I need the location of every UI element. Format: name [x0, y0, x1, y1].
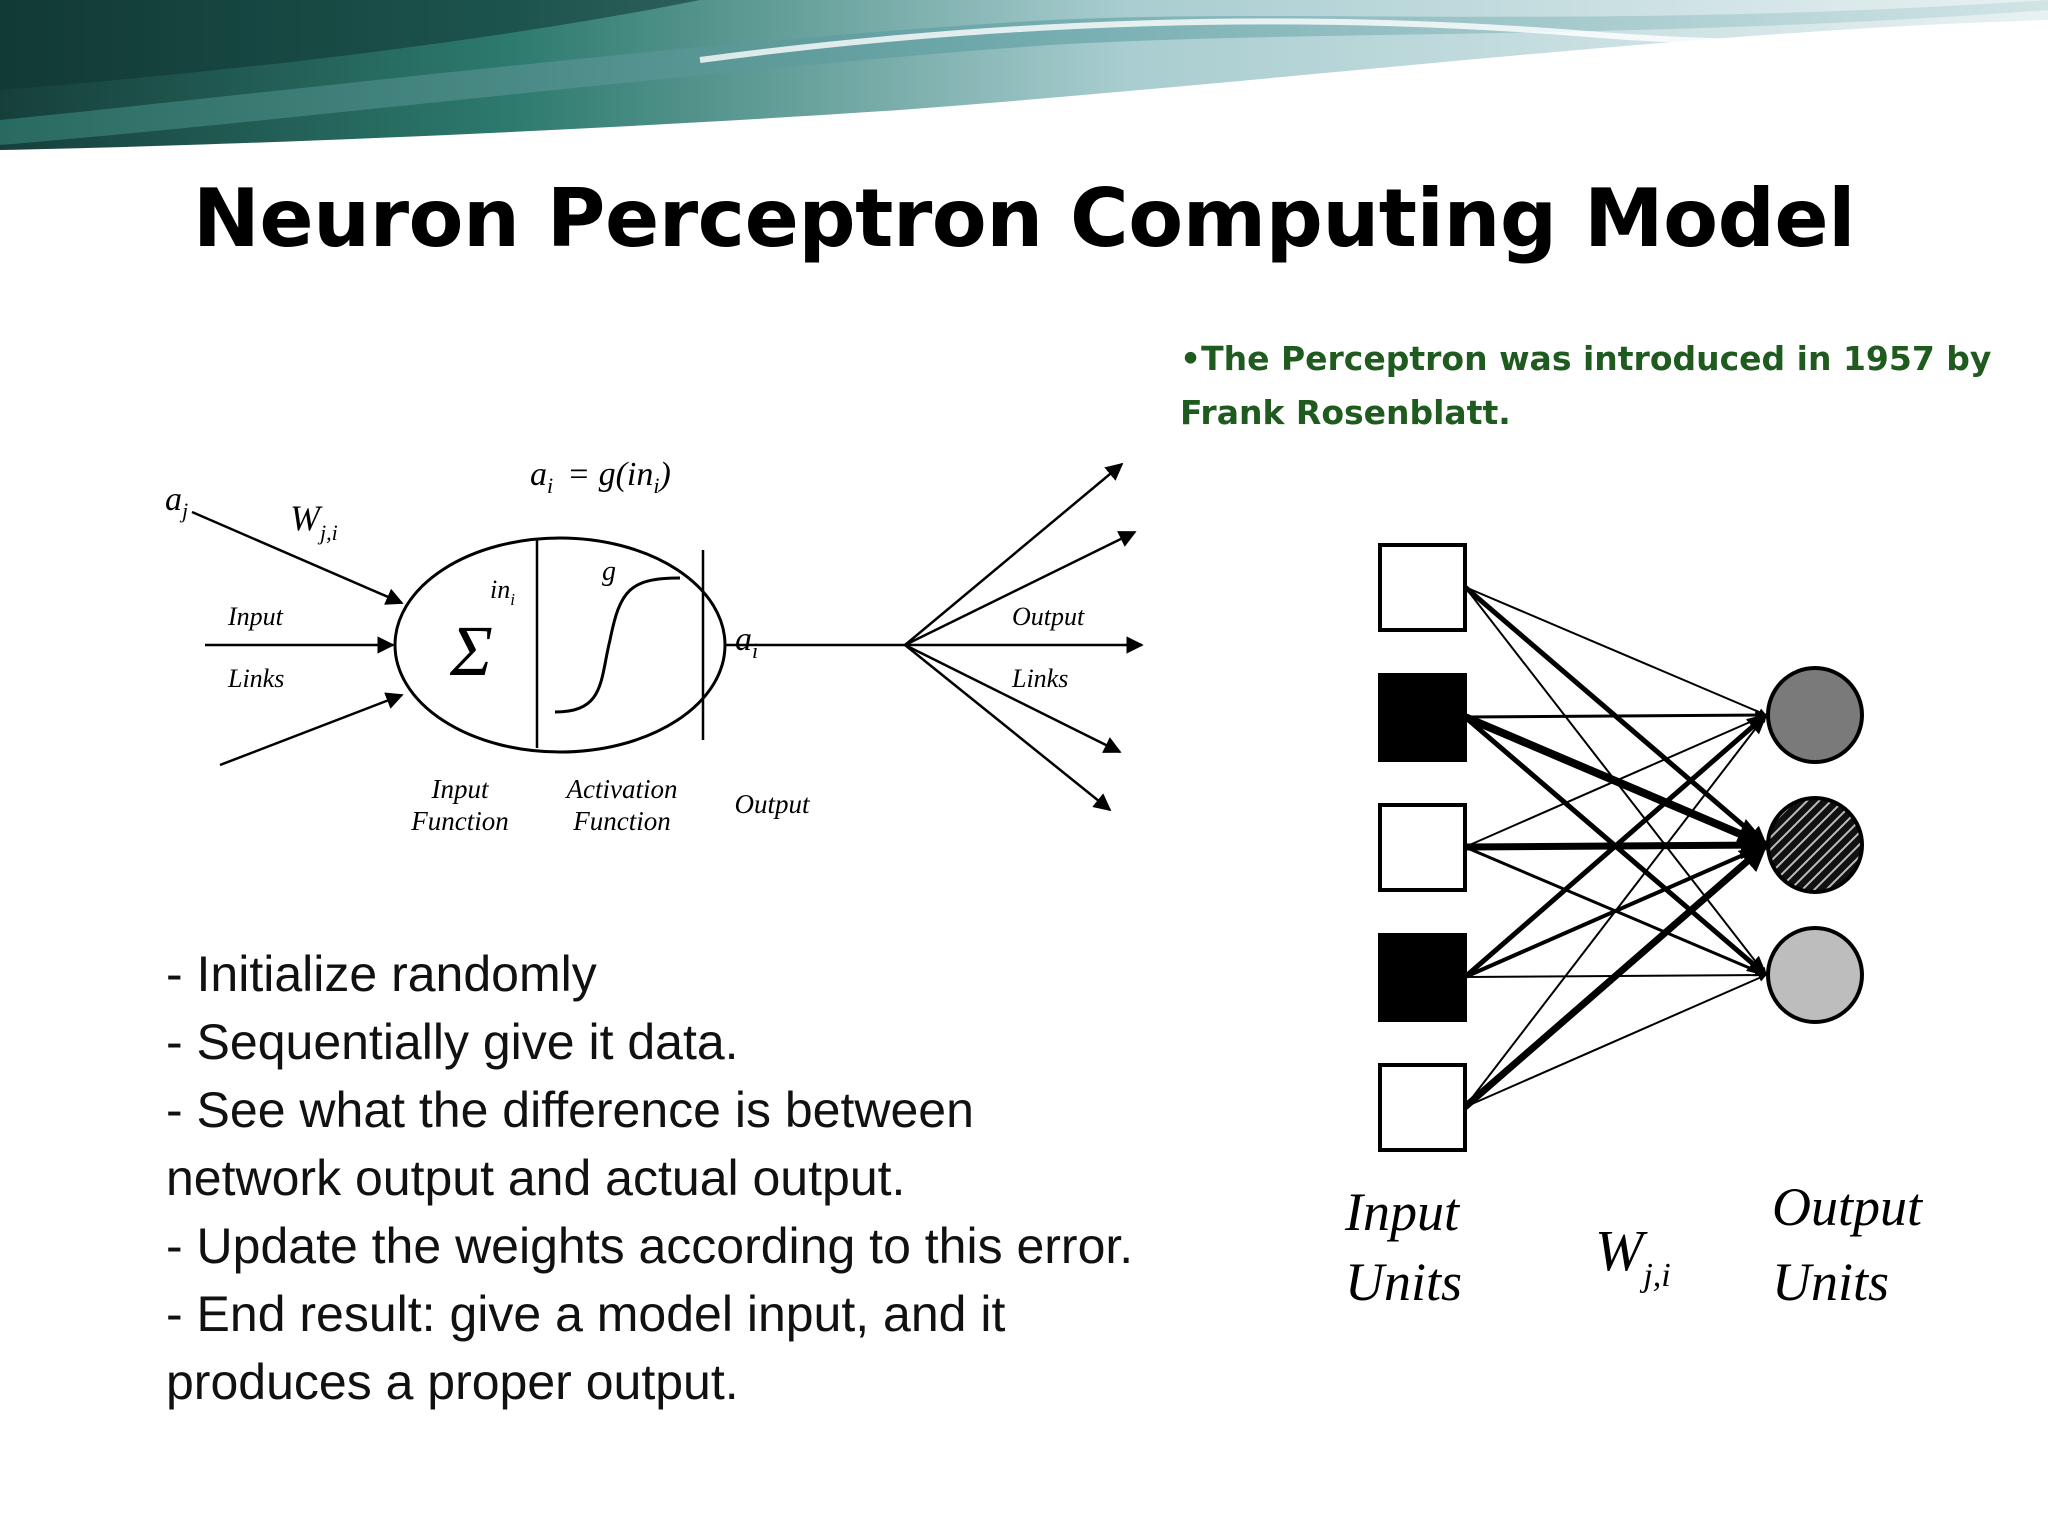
step-line: produces a proper output.: [166, 1354, 739, 1410]
sigmoid-curve: [554, 576, 681, 714]
output-links-label: Output: [1012, 602, 1085, 631]
output-link-arrow: [904, 644, 1112, 812]
weight-connections: [1462, 585, 1769, 1110]
output-label: Output: [734, 789, 811, 819]
output-unit: [1766, 666, 1864, 764]
network-diagram: Input Units Wj,i Output Units: [1344, 543, 1924, 1312]
weight-connection: [1464, 974, 1767, 1108]
step-line: - Initialize randomly: [166, 946, 597, 1002]
weight-label: Wj,i: [290, 498, 338, 545]
output-activation-label: ai: [735, 621, 758, 663]
weight-connection: [1464, 714, 1767, 848]
output-units-label: Units: [1772, 1252, 1889, 1312]
activation-function-label: Function: [572, 806, 670, 836]
step-line: - End result: give a model input, and it: [166, 1286, 1006, 1342]
header-banner: [0, 0, 2048, 150]
input-link-arrow: [191, 510, 404, 605]
input-function-label: Input: [431, 774, 490, 804]
step-line: - Update the weights according to this e…: [166, 1218, 1134, 1274]
output-units-label: Output: [1772, 1177, 1924, 1237]
steps-list: - Initialize randomly - Sequentially giv…: [166, 940, 1296, 1416]
input-link-arrow: [219, 692, 404, 767]
in-label: ini: [490, 575, 515, 609]
step-line: - See what the difference is between: [166, 1082, 974, 1138]
output-link-arrow: [904, 643, 1122, 754]
weight-connection: [1462, 842, 1769, 1110]
input-function-label: Function: [410, 806, 508, 836]
weight-connection: [1464, 709, 1768, 722]
intro-line-1: •The Perceptron was introduced in 1957 b…: [1180, 339, 1992, 378]
input-unit: [1378, 1063, 1467, 1152]
network-weight-label: Wj,i: [1595, 1218, 1671, 1294]
sum-symbol: Σ: [449, 611, 493, 691]
input-unit: [1378, 933, 1467, 1022]
intro-text: •The Perceptron was introduced in 1957 b…: [1180, 332, 2000, 440]
formula: ai= g(ini): [530, 456, 671, 498]
g-label: g: [602, 556, 616, 587]
slide-title: Neuron Perceptron Computing Model: [192, 172, 1856, 265]
input-units-label: Units: [1345, 1252, 1462, 1312]
input-activation-label: aj: [165, 481, 188, 523]
input-links-label: Links: [227, 664, 284, 693]
input-units-label: Input: [1344, 1182, 1461, 1242]
weight-connection: [1464, 714, 1767, 1108]
output-links-label: Links: [1011, 664, 1068, 693]
neuron-body: [393, 536, 727, 754]
input-links-label: Input: [227, 602, 284, 631]
neuron-diagram: ai= g(ini) aj Wj,i Input Links Σ ini g a…: [165, 456, 1144, 836]
weight-connection: [1464, 586, 1767, 716]
intro-line-2: Frank Rosenblatt.: [1180, 393, 1511, 432]
input-unit: [1378, 543, 1467, 632]
output-link-arrow: [904, 530, 1137, 647]
output-link-arrow: [904, 462, 1124, 646]
step-line: network output and actual output.: [166, 1150, 906, 1206]
output-unit: [1766, 926, 1864, 1024]
input-unit: [1378, 803, 1467, 892]
input-unit: [1378, 673, 1467, 762]
step-line: - Sequentially give it data.: [166, 1014, 739, 1070]
activation-function-label: Activation: [565, 774, 678, 804]
weight-connection: [1463, 713, 1768, 979]
output-unit: [1766, 796, 1864, 894]
